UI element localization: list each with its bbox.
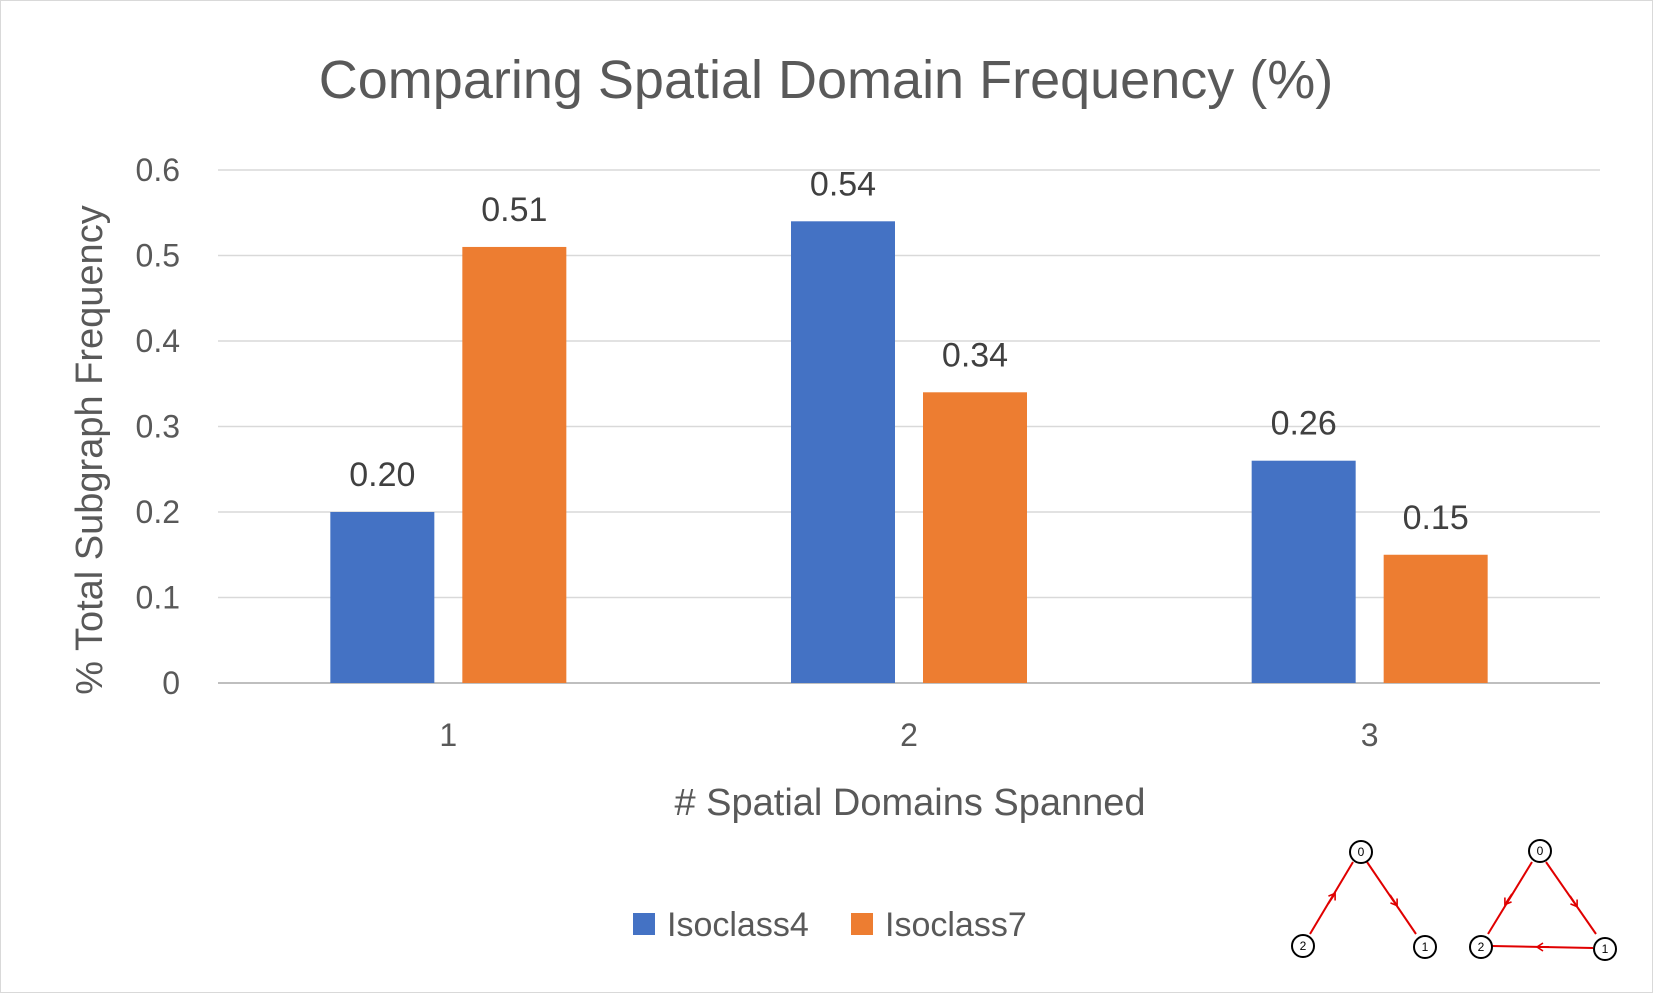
graph-node-1	[1413, 935, 1437, 959]
graph-node-2-label: 2	[1300, 939, 1307, 953]
bar-isoclass4-2	[791, 221, 895, 684]
graph-node-0-label: 0	[1358, 845, 1365, 859]
legend-swatch-isoclass4	[633, 913, 655, 935]
x-tick-label: 3	[1361, 717, 1379, 753]
legend-swatch-isoclass7	[851, 913, 873, 935]
y-tick-label: 0.5	[136, 238, 180, 274]
data-label: 0.34	[942, 336, 1008, 374]
graph-node-0-label: 0	[1537, 844, 1544, 858]
graph-node-2	[1469, 935, 1493, 959]
y-tick-label: 0.4	[136, 323, 180, 359]
bar-isoclass4-1	[330, 512, 435, 683]
bar-isoclass7-1	[462, 246, 567, 683]
y-tick-label: 0.6	[136, 152, 180, 188]
y-tick-label: 0.2	[136, 494, 180, 530]
bar-isoclass4-3	[1251, 460, 1356, 683]
graph-node-0	[1349, 840, 1373, 864]
x-axis-title: # Spatial Domains Spanned	[674, 782, 1145, 824]
edge-2-to-0-arrow	[1327, 892, 1336, 905]
x-axis-ticks: 1 2 3	[439, 717, 1378, 753]
edge-0-to-1-arrow	[1389, 894, 1398, 907]
graph-node-1-label: 1	[1422, 940, 1429, 954]
graph-node-0	[1528, 839, 1552, 863]
data-label: 0.20	[349, 456, 415, 494]
data-label: 0.26	[1271, 405, 1337, 443]
edge-0-to-2-arrow	[1504, 893, 1513, 906]
y-tick-label: 0	[162, 665, 180, 701]
y-axis-title: % Total Subgraph Frequency	[69, 205, 111, 694]
graph-node-1	[1593, 937, 1617, 961]
data-label: 0.15	[1403, 499, 1469, 537]
y-tick-label: 0.3	[136, 409, 180, 445]
x-tick-label: 2	[900, 717, 918, 753]
graph-node-2-label: 2	[1478, 940, 1485, 954]
chart-title: Comparing Spatial Domain Frequency (%)	[319, 50, 1333, 110]
data-labels: 0.20 0.51 0.54 0.34 0.26 0.15	[349, 165, 1469, 536]
data-label: 0.54	[810, 165, 876, 203]
y-axis-ticks: 0 0.1 0.2 0.3 0.4 0.5 0.6	[136, 152, 180, 701]
y-tick-label: 0.1	[136, 580, 180, 616]
bars	[330, 221, 1488, 684]
data-label: 0.51	[481, 191, 547, 229]
legend-label-isoclass4: Isoclass4	[667, 906, 809, 944]
inset-graph-isoclass7: 0 1 2	[1469, 839, 1617, 961]
legend: Isoclass4 Isoclass7	[633, 906, 1027, 944]
inset-graph-isoclass4: 0 1 2	[1291, 840, 1437, 959]
graph-node-1-label: 1	[1602, 942, 1609, 956]
bar-isoclass7-3	[1383, 554, 1488, 683]
gridlines	[218, 169, 1600, 684]
bar-isoclass7-2	[923, 392, 1027, 683]
edge-0-to-1-arrow	[1569, 895, 1578, 908]
x-tick-label: 1	[439, 717, 457, 753]
graph-node-2	[1291, 934, 1315, 958]
legend-label-isoclass7: Isoclass7	[885, 906, 1027, 944]
